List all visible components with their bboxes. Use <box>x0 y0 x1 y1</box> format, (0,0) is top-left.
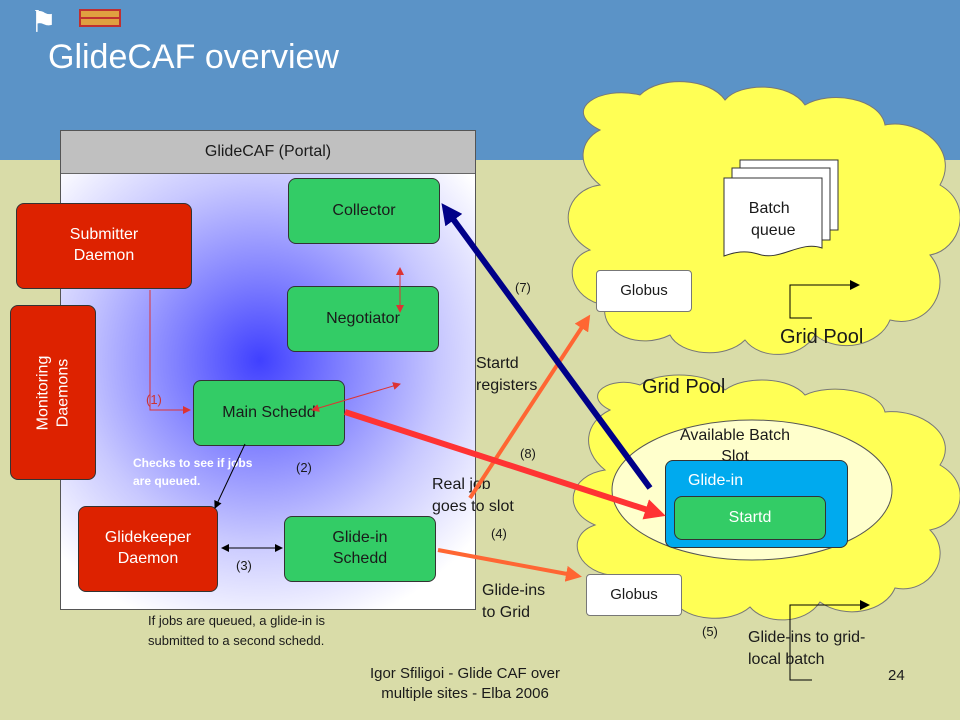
glidein-schedd-label-2: Schedd <box>332 550 388 567</box>
glidein-label: Glide-in <box>688 472 744 489</box>
glideins-grid-label: Glide-ins to Grid <box>482 580 545 625</box>
main-schedd-box[interactable]: Main Schedd <box>193 380 345 446</box>
step-8-label: (8) <box>520 446 536 461</box>
real-job-2: goes to slot <box>432 498 514 516</box>
startd-registers-2: registers <box>476 377 538 395</box>
glideins-local-label: Glide-ins to grid- local batch <box>748 627 865 672</box>
startd-registers-label: Startd registers <box>476 353 537 398</box>
grid-pool-bottom-label: Grid Pool <box>642 376 726 398</box>
if-queued-note-2: submitted to a second schedd. <box>148 632 325 648</box>
batch-queue-icon <box>723 159 839 257</box>
glidekeeper-label-1: Glidekeeper <box>104 529 192 547</box>
checks-note-1: Checks to see if jobs <box>133 456 253 470</box>
glidekeeper-daemon-box[interactable]: Glidekeeper Daemon <box>78 506 218 592</box>
collector-box[interactable]: Collector <box>288 178 440 244</box>
glideins-local-1: Glide-ins to grid- <box>748 629 866 646</box>
available-slot-label-2: Slot <box>721 447 749 462</box>
glideins-local-2: local batch <box>748 651 825 669</box>
globus-top-label: Globus <box>620 282 668 300</box>
monitoring-label-1: Monitoring <box>33 355 51 430</box>
bottom-pool-connector <box>789 600 870 681</box>
glideins-grid-2: to Grid <box>482 604 531 622</box>
startd-label: Startd <box>728 508 772 526</box>
glidein-schedd-box[interactable]: Glide-in Schedd <box>284 516 436 582</box>
top-pool-connector <box>789 280 860 319</box>
step-3-label: (3) <box>236 558 252 573</box>
glideins-grid-1: Glide-ins <box>482 582 546 599</box>
step-2-label: (2) <box>296 460 312 475</box>
if-queued-note: If jobs are queued, a glide-in is submit… <box>148 611 325 650</box>
batch-queue-label-1: Batch <box>748 200 790 217</box>
svg-text:⚑: ⚑ <box>30 5 57 38</box>
startd-box[interactable]: Startd <box>674 496 826 540</box>
real-job-label: Real job goes to slot <box>432 474 514 519</box>
submitter-daemon-box[interactable]: Submitter Daemon <box>16 203 192 289</box>
step-7-label: (7) <box>515 280 531 295</box>
portal-header: GlideCAF (Portal) <box>61 131 475 174</box>
globus-top-box[interactable]: Globus <box>596 270 692 312</box>
checks-note-2: are queued. <box>133 474 201 488</box>
batch-queue-label-2: queue <box>751 222 796 240</box>
real-job-1: Real job <box>432 476 491 493</box>
submitter-label-1: Submitter <box>69 226 139 244</box>
grid-pool-top-label: Grid Pool <box>780 326 864 348</box>
glidein-schedd-label-1: Glide-in <box>332 529 388 547</box>
available-slot-label-1: Available Batch <box>680 427 790 444</box>
if-queued-note-1: If jobs are queued, a glide-in is <box>148 613 326 628</box>
footer-author-2: multiple sites - Elba 2006 <box>381 684 549 702</box>
globus-bottom-box[interactable]: Globus <box>586 574 682 616</box>
negotiator-label: Negotiator <box>326 309 400 327</box>
globus-bottom-label: Globus <box>610 586 658 604</box>
step-5-label: (5) <box>702 624 718 639</box>
slide-title: GlideCAF overview <box>48 38 339 76</box>
step-1-label: (1) <box>146 392 162 407</box>
footer-author-1: Igor Sfiligoi - Glide CAF over <box>369 665 561 682</box>
monitoring-daemons-box[interactable]: Monitoring Daemons <box>10 305 96 480</box>
monitoring-label-2: Daemons <box>53 358 71 427</box>
main-schedd-label: Main Schedd <box>222 403 316 421</box>
glidekeeper-label-2: Daemon <box>117 550 179 567</box>
startd-registers-1: Startd <box>476 355 519 372</box>
submitter-label-2: Daemon <box>73 247 135 264</box>
negotiator-box[interactable]: Negotiator <box>287 286 439 352</box>
page-number: 24 <box>888 667 905 684</box>
available-slot-label: Available Batch Slot <box>680 426 790 462</box>
footer-author: Igor Sfiligoi - Glide CAF over multiple … <box>340 664 590 703</box>
collector-label: Collector <box>332 201 396 219</box>
fermilab-logo: ⚑ <box>30 5 121 38</box>
step-4-label: (4) <box>491 526 507 541</box>
batch-queue-label: Batch queue <box>743 198 796 243</box>
checks-queued-note: Checks to see if jobs are queued. <box>133 454 252 490</box>
